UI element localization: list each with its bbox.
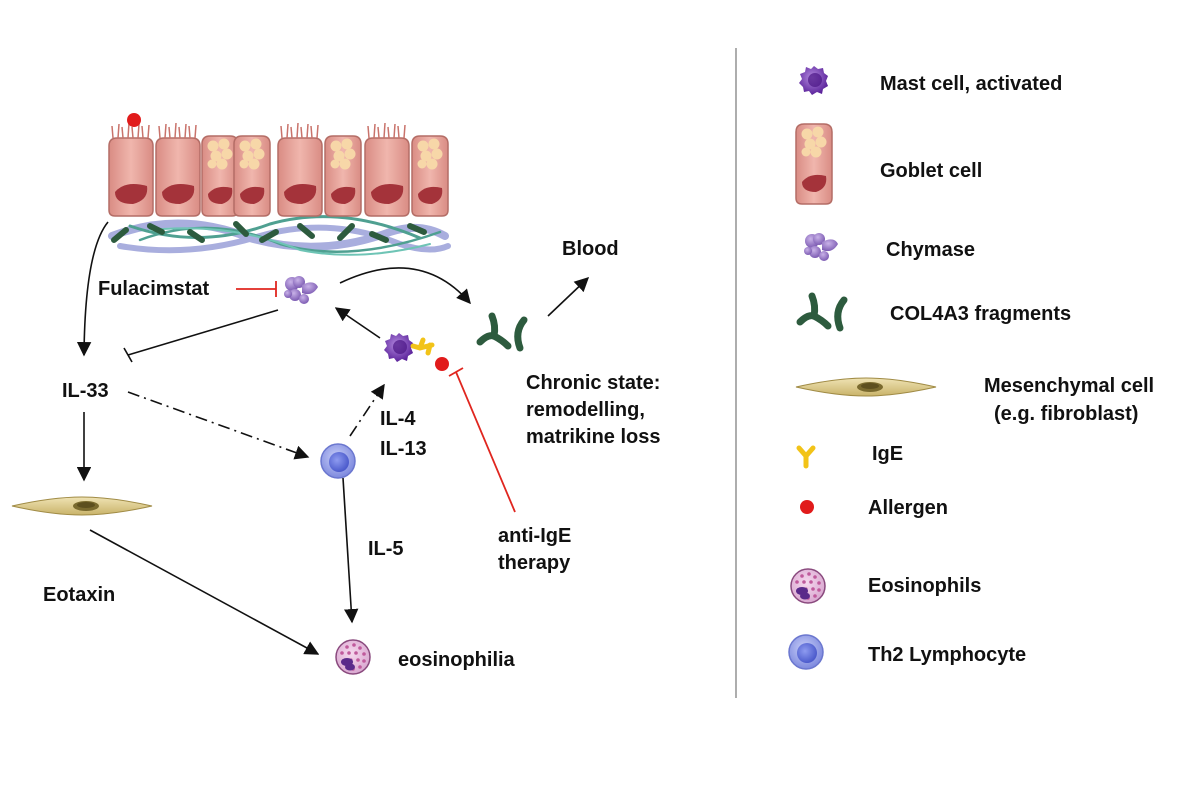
legend-chymase: Chymase (804, 233, 975, 261)
legend-mesenchymal: Mesenchymal cell (e.g. fibroblast) (795, 375, 1154, 425)
legend-goblet-cell-icon (795, 123, 833, 205)
legend-col4a3-label: COL4A3 fragments (890, 303, 1071, 325)
diagram-labels: Fulacimstat IL-33 Eotaxin IL-4 IL-13 IL-… (43, 238, 661, 671)
red-inhibitions (236, 281, 516, 513)
legend-ige-icon (799, 448, 813, 466)
collagen-in-membrane (111, 221, 427, 243)
cells-row (108, 122, 449, 217)
allergen-dot-top (127, 113, 141, 127)
arrows (76, 221, 590, 655)
inhibit-anti-ige (455, 371, 516, 513)
arrow-il33-to-th2 (127, 391, 310, 460)
legend-goblet-cell-label: Goblet cell (880, 160, 982, 182)
chymase-icon (284, 276, 318, 304)
legend-chymase-label: Chymase (886, 239, 975, 261)
arrow-epithelium-to-il33 (76, 221, 109, 357)
legend-eosinophils: Eosinophils (790, 568, 981, 604)
label-anti-ige-2: therapy (498, 552, 571, 574)
arrow-col4a3-to-blood (547, 277, 590, 317)
legend-col4a3-icon (800, 296, 844, 328)
legend-fibroblast-icon (795, 377, 937, 397)
legend-mast-cell: Mast cell, activated (799, 66, 1062, 95)
label-fulacimstat: Fulacimstat (98, 278, 209, 300)
arrow-fibroblast-to-eosinophilia (89, 529, 320, 655)
label-anti-ige-1: anti-IgE (498, 525, 571, 547)
legend-allergen: Allergen (800, 497, 948, 519)
inhibit-chymase-to-il33 (127, 309, 279, 356)
arrow-chymase-to-col4a3 (339, 267, 471, 305)
ige-icon (410, 337, 435, 356)
arrow-th2-to-mast (349, 383, 385, 437)
fibroblast-icon (11, 496, 153, 516)
legend-ige: IgE (799, 443, 903, 466)
legend-goblet-cell: Goblet cell (795, 123, 982, 205)
arrow-mast-to-chymase (334, 307, 381, 339)
legend-chymase-icon (804, 233, 838, 261)
basement-membrane (108, 215, 451, 256)
legend-th2: Th2 Lymphocyte (788, 634, 1026, 670)
col4a3-fragment-icon (480, 316, 524, 348)
legend: Mast cell, activated Goblet cell Chymase… (788, 66, 1154, 670)
label-eosinophilia: eosinophilia (398, 649, 516, 671)
eosinophil-icon (335, 639, 371, 675)
label-eotaxin: Eotaxin (43, 584, 115, 606)
label-il5: IL-5 (368, 538, 404, 560)
legend-allergen-icon (800, 500, 814, 514)
legend-ige-label: IgE (872, 443, 903, 465)
airway-epithelium (108, 113, 451, 256)
legend-eosinophils-icon (790, 568, 826, 604)
label-chronic-1: Chronic state: (526, 372, 660, 394)
legend-mast-cell-label: Mast cell, activated (880, 73, 1062, 95)
legend-eosinophils-label: Eosinophils (868, 575, 981, 597)
legend-mast-cell-icon (799, 66, 828, 95)
legend-th2-icon (788, 634, 824, 670)
label-il33: IL-33 (62, 380, 109, 402)
legend-allergen-label: Allergen (868, 497, 948, 519)
th2-lymphocyte-icon (320, 443, 356, 479)
allergen-icon (435, 357, 449, 371)
label-il4: IL-4 (380, 408, 416, 430)
mast-cell-icon (384, 333, 413, 362)
label-chronic-3: matrikine loss (526, 426, 661, 448)
mast-cell-complex (384, 333, 449, 371)
legend-col4a3: COL4A3 fragments (800, 296, 1071, 328)
label-il13: IL-13 (380, 438, 427, 460)
arrow-th2-to-eosinophilia (342, 477, 359, 624)
legend-th2-label: Th2 Lymphocyte (868, 644, 1026, 666)
legend-mesenchymal-label-1: Mesenchymal cell (984, 375, 1154, 397)
label-blood: Blood (562, 238, 619, 260)
legend-mesenchymal-label-2: (e.g. fibroblast) (994, 403, 1138, 425)
label-chronic-2: remodelling, (526, 399, 645, 421)
